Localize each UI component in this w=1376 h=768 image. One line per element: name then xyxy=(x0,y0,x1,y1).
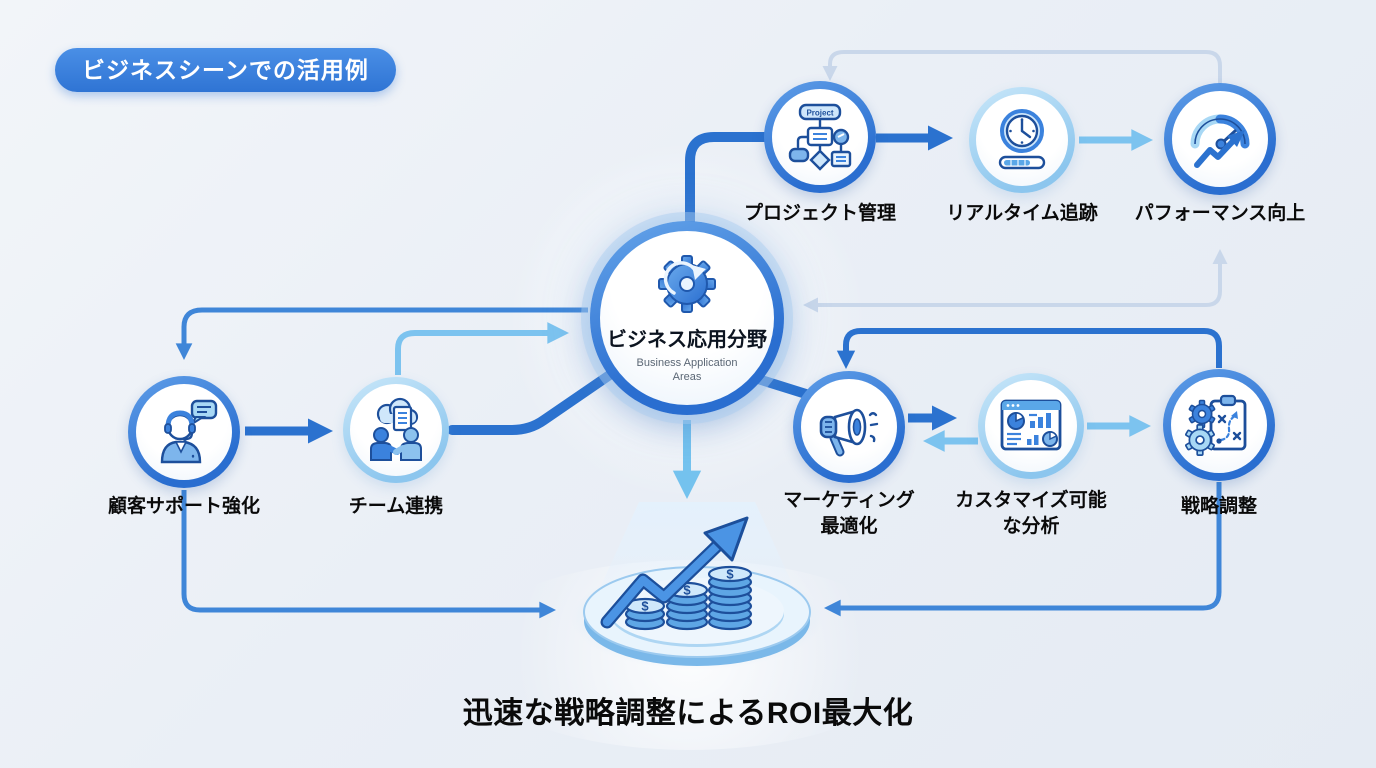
node-analytics-circle xyxy=(978,373,1084,479)
flowchart-icon: Project xyxy=(788,103,852,171)
node-customer-support-circle xyxy=(128,376,240,488)
node-realtime-tracking-label: リアルタイム追跡 xyxy=(946,203,1098,224)
node-performance-circle xyxy=(1164,83,1276,195)
node-analytics-label: カスタマイズ可能 な分析 xyxy=(955,490,1107,537)
edge-strategy-to-outcome xyxy=(824,482,1222,617)
center-subtitle: Business Application Areas xyxy=(636,357,738,383)
node-customer-support-label: 顧客サポート強化 xyxy=(107,496,260,517)
title-badge: ビジネスシーンでの活用例 xyxy=(55,48,396,92)
edge-center-to-support xyxy=(175,307,588,360)
edge-team-to-center-light xyxy=(395,322,569,375)
coin-dollar-symbol: $ xyxy=(726,567,734,582)
edge-support-to-outcome xyxy=(181,490,556,619)
node-strategy-circle xyxy=(1163,369,1275,481)
edge-performance-to-project xyxy=(822,50,1222,90)
strategy-board-icon xyxy=(1185,394,1247,456)
node-project-management-circle: Project xyxy=(764,81,876,193)
center-title: ビジネス応用分野 xyxy=(607,329,767,352)
support-agent-icon xyxy=(160,399,218,464)
edge-center-to-project xyxy=(685,132,771,260)
coin-dollar-symbol: $ xyxy=(683,583,691,598)
node-business-application-inner: ビジネス応用分野 Business Application Areas xyxy=(600,231,774,405)
outcome-caption: 迅速な戦略調整によるROI最大化 xyxy=(462,697,914,730)
node-performance-label: パフォーマンス向上 xyxy=(1134,203,1306,224)
node-team-collaboration-label: チーム連携 xyxy=(348,496,444,517)
dashboard-icon xyxy=(1000,399,1062,451)
gauge-growth-icon xyxy=(1190,114,1250,168)
node-marketing-label: マーケティング 最適化 xyxy=(783,490,915,537)
coin-dollar-symbol: $ xyxy=(641,599,649,614)
coins-growth-icon: $ $ $ xyxy=(571,502,823,670)
handshake-cloud-icon xyxy=(370,397,422,461)
node-marketing-circle xyxy=(793,371,905,483)
node-project-management-label: プロジェクト管理 xyxy=(743,203,896,224)
edge-performance-to-center xyxy=(803,249,1228,313)
node-team-collaboration-circle xyxy=(343,377,449,483)
node-business-application-circle: ビジネス応用分野 Business Application Areas xyxy=(590,221,784,415)
edge-strategy-to-marketing xyxy=(836,328,1222,369)
clock-progress-icon xyxy=(998,109,1046,170)
megaphone-icon xyxy=(819,408,879,457)
gear-arrow-icon xyxy=(658,255,716,314)
node-realtime-tracking-circle xyxy=(969,87,1075,193)
edge-team-to-center-solid xyxy=(447,367,619,435)
svg-text:Project: Project xyxy=(806,109,833,118)
node-strategy-label: 戦略調整 xyxy=(1180,496,1257,517)
